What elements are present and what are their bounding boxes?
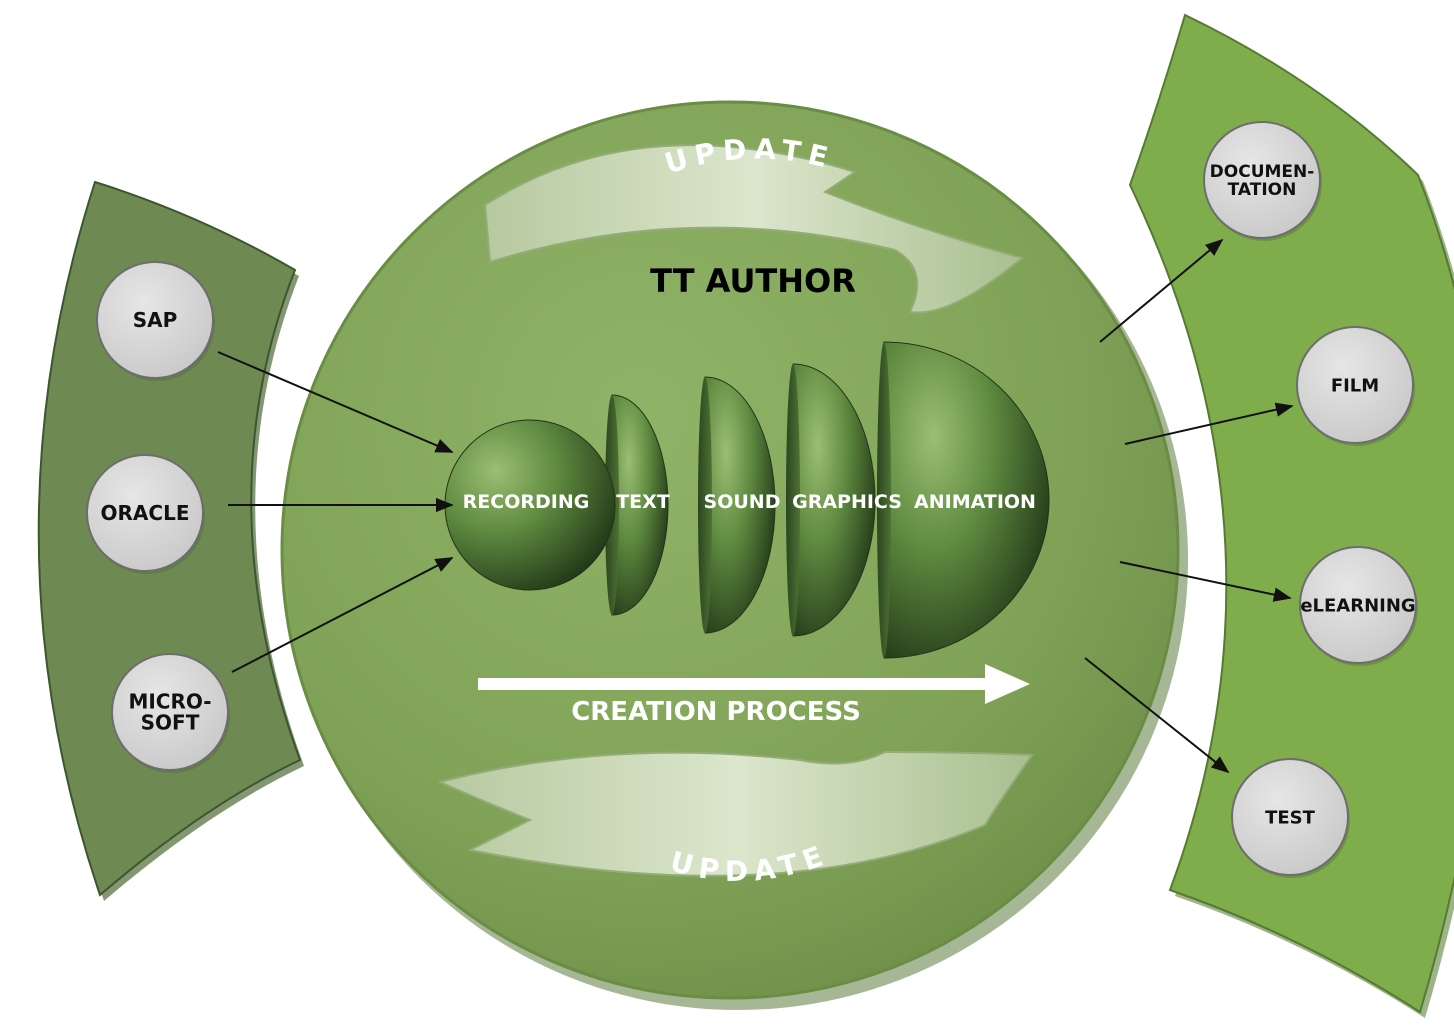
stage-label-sound: SOUND [704,491,781,513]
connector-arrow-microsoft [231,557,454,673]
creation-process-label: CREATION PROCESS [571,697,861,727]
output-node-test-label: TEST [1265,807,1316,828]
output-node-elearning-label: eLEARNING [1300,595,1415,616]
source-node-sap: SAP [96,261,215,381]
connector-arrow-film [1124,402,1294,445]
stage-label-graphics: GRAPHICS [792,491,902,513]
creation-process-arrow [478,664,1030,704]
stage-label-text: TEXT [616,491,670,513]
connector-arrow-sap [217,351,454,453]
output-node-documentation-label: TATION [1228,180,1297,200]
connector-arrow-elearning [1119,561,1292,602]
connector-arrow-documentation [1099,238,1224,343]
connector-arrow-test [1084,657,1230,774]
stage-label-animation: ANIMATION [914,491,1036,513]
output-node-test: TEST [1231,758,1350,878]
source-node-sap-label: SAP [133,308,178,332]
update-arrow-bottom [436,750,1034,877]
output-node-film-label: FILM [1331,375,1379,396]
update-arrow-top [483,144,1025,314]
source-node-microsoft-label: MICRO- [128,690,211,714]
nodes: SAP ORACLE MICRO-SOFT DOCUMEN-TATION FILM eLE… [86,121,1418,878]
stage-label-recording: RECORDING [463,491,590,513]
diagram-title: TT AUTHOR [650,262,856,300]
source-node-microsoft-label: SOFT [141,711,200,735]
stage-shape-4 [786,363,876,637]
stage-shape-3 [698,376,776,634]
output-node-documentation-label: DOCUMEN- [1210,162,1315,182]
stage-shape-5 [877,341,1050,659]
output-node-documentation: DOCUMEN-TATION [1203,121,1322,241]
source-node-oracle: ORACLE [86,454,205,574]
stage-shapes: RECORDING TEXT SOUND GRAPHICS ANIMATION [444,341,1050,659]
output-node-film: FILM [1296,326,1415,446]
source-node-microsoft: MICRO-SOFT [111,653,230,773]
output-node-elearning: eLEARNING [1299,546,1418,666]
connectors [217,238,1294,774]
source-node-oracle-label: ORACLE [101,501,190,525]
